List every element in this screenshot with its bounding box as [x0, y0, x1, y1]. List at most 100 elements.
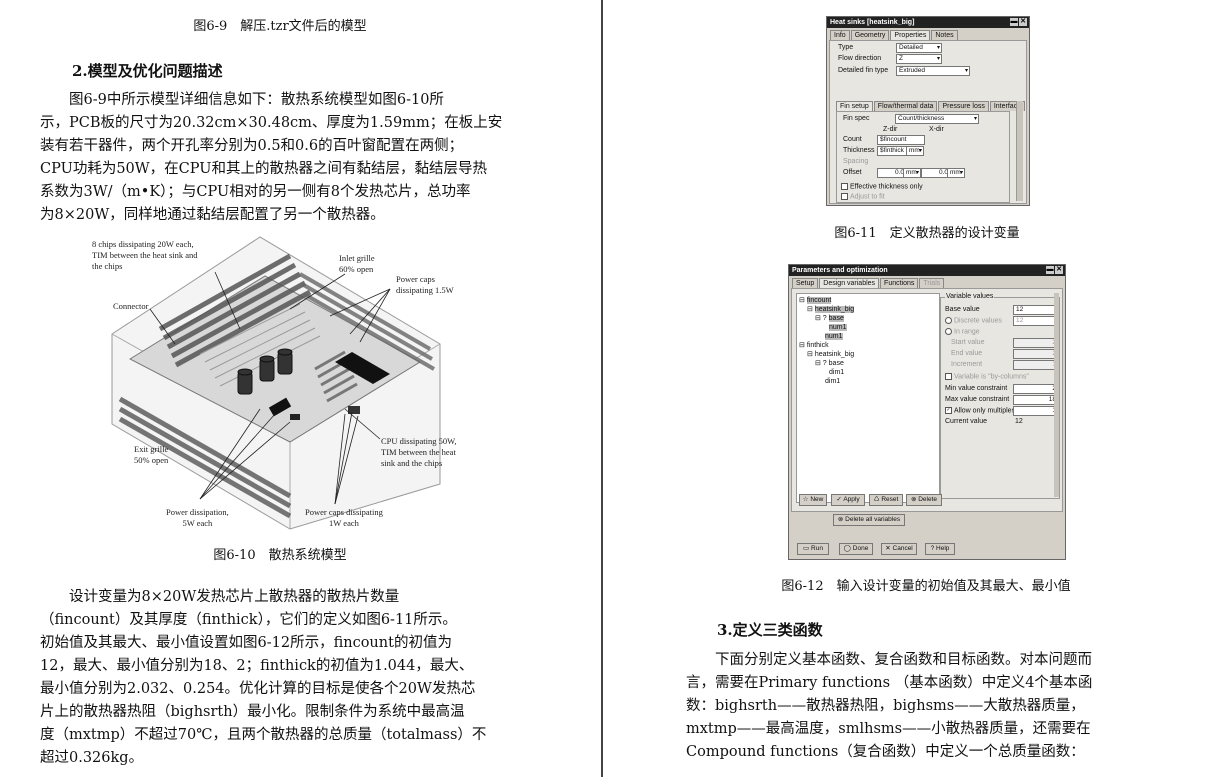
tab-functions[interactable]: Functions — [880, 278, 919, 288]
max-value-input[interactable]: 18 — [1013, 395, 1057, 405]
tab-properties[interactable]: Properties — [890, 30, 931, 40]
help-button[interactable]: ? Help — [925, 543, 955, 555]
tree-item[interactable]: dim1 — [799, 377, 937, 386]
thickness-unit-select[interactable]: mm — [906, 146, 924, 156]
checkbox-label: Effective thickness only — [850, 183, 923, 191]
text-line: 系数为3W/（m•K）；与CPU相对的另一侧有8个发热芯片，总功率 — [40, 184, 471, 200]
increment-label: Increment — [951, 361, 983, 368]
done-button[interactable]: ◯ Done — [839, 543, 873, 555]
offset-x-unit-select[interactable]: mm — [947, 168, 965, 178]
tab-geometry[interactable]: Geometry — [850, 30, 890, 40]
start-value-input[interactable]: 2 — [1013, 338, 1057, 348]
tree-item[interactable]: ⊟ ? base — [815, 360, 844, 367]
tab-flow-thermal[interactable]: Flow/thermal data — [873, 101, 938, 111]
offset-label: Offset — [843, 169, 862, 176]
star-icon: ☆ — [802, 496, 809, 503]
fin-spec-label: Fin spec — [843, 115, 870, 122]
annotation-line: Power caps — [396, 274, 435, 284]
increment-input[interactable]: 1 — [1013, 360, 1057, 370]
new-button[interactable]: ☆ New — [799, 494, 827, 506]
base-value-input[interactable]: 12 — [1013, 305, 1057, 315]
tree-item[interactable]: num1 — [799, 323, 937, 332]
minimize-icon[interactable]: ▬ — [1010, 18, 1018, 26]
offset-z-input[interactable]: 0.0 — [877, 168, 905, 178]
multiples-input[interactable]: 1 — [1013, 406, 1057, 416]
min-value-input[interactable]: 2 — [1013, 384, 1057, 394]
adjust-to-fit-checkbox[interactable]: Adjust to fit — [841, 193, 885, 200]
text-line: 12，最大、最小值分别为18、2；finthick的初值为1.044，最大、 — [40, 658, 474, 674]
tab-setup[interactable]: Setup — [792, 278, 819, 288]
annotation-line: 50% open — [134, 455, 169, 465]
reset-button[interactable]: ♺ Reset — [869, 494, 903, 506]
annotation-line: 60% open — [339, 264, 374, 274]
window-titlebar: Heat sinks [heatsink_big] ▬✕ — [827, 17, 1029, 28]
allow-multiples-checkbox[interactable]: ✓Allow only multiples — [945, 407, 1015, 414]
tree-item[interactable]: ⊟ heatsink_big — [807, 306, 855, 313]
annotation-power-dissipation: Power dissipation, 5W each — [166, 507, 229, 529]
scrollbar[interactable] — [1054, 293, 1059, 497]
annotation-power-caps-bottom: Power caps dissipating 1W each — [305, 507, 383, 529]
cooling-system-drawing — [111, 236, 441, 530]
scrollbar[interactable] — [1016, 101, 1023, 201]
parameters-tabs: Setup Design variables Functions Trials — [789, 276, 1065, 288]
tab-pressure-loss[interactable]: Pressure loss — [938, 101, 989, 111]
tree-item[interactable]: dim1 — [799, 368, 937, 377]
window-title: Heat sinks [heatsink_big] — [830, 19, 915, 26]
tab-design-variables[interactable]: Design variables — [819, 278, 880, 288]
text-line: 最小值分别为2.032、0.254。优化计算的目标是使各个20W发热芯 — [40, 681, 476, 697]
fin-type-select[interactable]: Extruded — [896, 66, 970, 76]
annotation-power-caps-top: Power caps dissipating 1.5W — [396, 274, 454, 296]
parameters-window: Parameters and optimization ▬✕ Setup Des… — [788, 264, 1066, 560]
discrete-values-radio[interactable]: Discrete values — [945, 317, 1002, 324]
discrete-values-input[interactable]: 12 — [1013, 316, 1057, 326]
window-titlebar: Parameters and optimization ▬✕ — [789, 265, 1065, 276]
cancel-button[interactable]: ✕ Cancel — [881, 543, 917, 555]
offset-z-unit-select[interactable]: mm — [903, 168, 921, 178]
close-icon[interactable]: ✕ — [1055, 266, 1063, 274]
minimize-icon[interactable]: ▬ — [1046, 266, 1054, 274]
paragraph-design-variables: 设计变量为8×20W发热芯片上散热器的散热片数量 （fincount）及其厚度（… — [40, 586, 518, 770]
text-line: 为8×20W，同样地通过黏结层配置了另一个散热器。 — [40, 207, 385, 223]
tab-info[interactable]: Info — [830, 30, 850, 40]
tree-item[interactable]: ⊟ heatsink_big — [807, 351, 855, 358]
delete-all-variables-button[interactable]: ⊗ Delete all variables — [833, 514, 905, 526]
annotation-line: Connector — [113, 301, 149, 311]
tab-notes[interactable]: Notes — [931, 30, 958, 40]
tree-item[interactable]: ⊟ fincount — [799, 297, 832, 304]
tree-item[interactable]: num1 — [799, 332, 937, 341]
by-columns-checkbox[interactable]: Variable is "by-columns" — [945, 373, 1029, 380]
radio-label: In range — [954, 328, 980, 336]
count-label: Count — [843, 136, 862, 143]
radio-icon — [945, 317, 952, 324]
run-button[interactable]: ▭ Run — [797, 543, 829, 555]
annotation-line: Inlet grille — [339, 253, 375, 263]
text-line: 片上的散热器热阻（bighsrth）最小化。限制条件为系统中最高温 — [40, 704, 465, 720]
thickness-input[interactable]: $finthick — [877, 146, 907, 156]
close-icon[interactable]: ✕ — [1019, 18, 1027, 26]
fin-spec-select[interactable]: Count/thickness — [895, 114, 979, 124]
delete-button[interactable]: ⊗ Delete — [906, 494, 942, 506]
effective-thickness-checkbox[interactable]: Effective thickness only — [841, 183, 923, 190]
end-value-input[interactable]: 2 — [1013, 349, 1057, 359]
annotation-inlet: Inlet grille 60% open — [339, 253, 375, 275]
tree-item[interactable]: ⊟ ? base — [815, 315, 844, 322]
tab-interface[interactable]: Interface — [989, 101, 1026, 111]
reset-icon: ♺ — [873, 496, 880, 503]
type-select[interactable]: Detailed — [896, 43, 942, 53]
count-input[interactable]: $fincount — [877, 135, 925, 145]
tab-fin-setup[interactable]: Fin setup — [836, 101, 873, 111]
in-range-radio[interactable]: In range — [945, 328, 980, 335]
checkbox-label: Allow only multiples — [954, 407, 1016, 415]
button-label: Cancel — [892, 545, 913, 552]
offset-x-input[interactable]: 0.0 — [921, 168, 949, 178]
flow-direction-select[interactable]: Z — [896, 54, 942, 64]
paragraph-model-description: 图6-9中所示模型详细信息如下：散热系统模型如图6-10所 示，PCB板的尺寸为… — [40, 89, 518, 227]
checkbox-icon — [945, 373, 952, 380]
annotation-exit-grille: Exit grille 50% open — [134, 444, 168, 466]
text-line: Compound functions（复合函数）中定义一个总质量函数： — [686, 744, 1085, 760]
tab-trials[interactable]: Trials — [919, 278, 945, 288]
annotation-chips: 8 chips dissipating 20W each, TIM betwee… — [92, 239, 198, 272]
apply-button[interactable]: ✓ Apply — [831, 494, 865, 506]
tree-item[interactable]: ⊟ finthick — [799, 342, 829, 349]
type-label: Type — [838, 44, 854, 51]
